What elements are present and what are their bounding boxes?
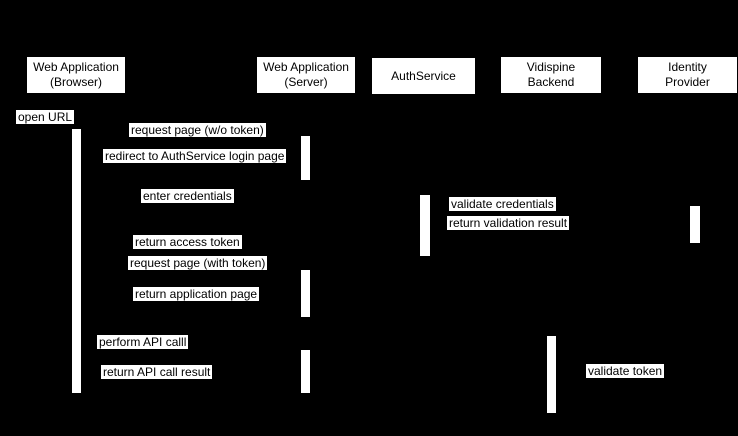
message-label-return-api-call-result: return API call result (101, 365, 213, 379)
message-label-redirect-to-authservice-login-page: redirect to AuthService login page (103, 149, 287, 163)
participant-vidispine-backend: Vidispine Backend (501, 57, 601, 93)
message-label-return-access-token: return access token (133, 235, 242, 249)
activation-vidispine (547, 336, 556, 413)
message-label-request-page-with-token: request page (with token) (128, 256, 268, 270)
participant-identity-provider: Identity Provider (638, 57, 737, 93)
activation-browser (72, 129, 81, 393)
message-label-enter-credentials: enter credentials (141, 189, 234, 203)
activation-authservice (420, 195, 430, 256)
participant-web-application-server: Web Application (Server) (257, 57, 355, 93)
activation-server-2 (301, 270, 310, 317)
activation-server-3 (301, 350, 310, 393)
message-label-perform-api-call: perform API calll (97, 335, 189, 349)
activation-server-1 (301, 136, 310, 180)
message-label-request-page-wo-token: request page (w/o token) (129, 123, 266, 137)
message-label-return-application-page: return application page (133, 287, 260, 301)
message-label-validate-credentials: validate credentials (449, 197, 556, 211)
participant-web-application-browser: Web Application (Browser) (27, 57, 125, 93)
message-label-validate-token: validate token (586, 364, 665, 378)
message-label-return-validation-result: return validation result (447, 216, 570, 230)
participant-authservice: AuthService (372, 58, 475, 94)
activation-identity-provider (690, 206, 700, 243)
message-label-open-url: open URL (16, 110, 75, 124)
